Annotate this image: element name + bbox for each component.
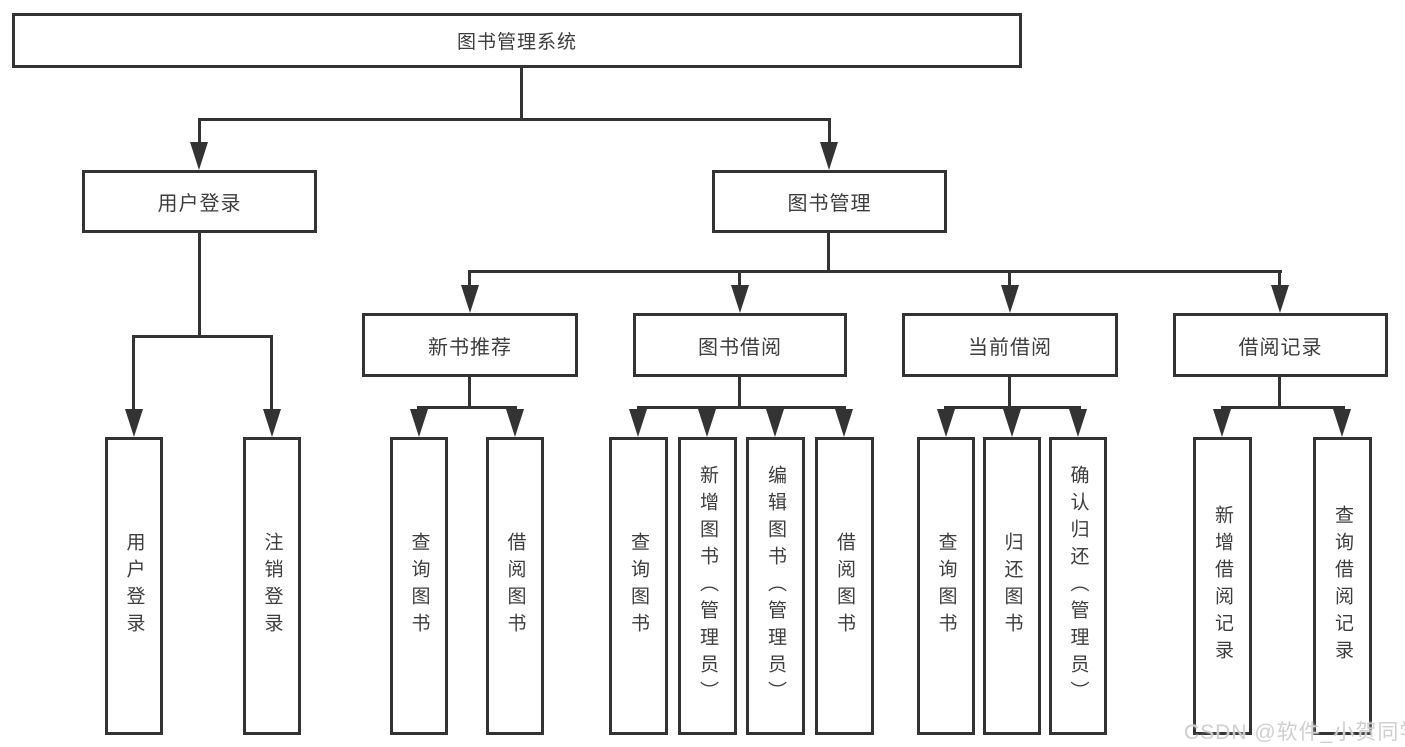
- arrowhead-down-icon: [629, 409, 647, 437]
- arrowhead-down-icon: [1213, 409, 1231, 437]
- arrowhead-down-icon: [1003, 409, 1021, 437]
- leaf-return-books: 归还图书: [983, 437, 1041, 735]
- leaf-user-login: 用户登录: [105, 437, 163, 735]
- leaf-confirm-return-admin: 确认归还（管理员）: [1049, 437, 1107, 735]
- leaf-logout: 注销登录: [243, 437, 301, 735]
- connector-line: [828, 118, 831, 144]
- connector-line: [1278, 377, 1281, 406]
- node-root-library-system: 图书管理系统: [12, 13, 1022, 68]
- arrowhead-down-icon: [410, 409, 428, 437]
- connector-line: [1278, 270, 1281, 287]
- node-new-book-recommend: 新书推荐: [362, 313, 578, 377]
- arrowhead-down-icon: [1271, 285, 1289, 313]
- connector-line: [417, 406, 517, 409]
- leaf-borrow-books-borrowing: 借阅图书: [815, 437, 874, 735]
- leaf-add-book-admin: 新增图书（管理员）: [678, 437, 737, 735]
- node-user-login-branch: 用户登录: [82, 170, 317, 233]
- connector-line: [738, 377, 741, 406]
- arrowhead-down-icon: [937, 409, 955, 437]
- leaf-query-books-borrowing: 查询图书: [609, 437, 668, 735]
- arrowhead-down-icon: [263, 409, 281, 437]
- arrowhead-down-icon: [820, 142, 838, 170]
- connector-line: [468, 270, 1282, 273]
- arrowhead-down-icon: [1069, 409, 1087, 437]
- connector-line: [738, 270, 741, 287]
- connector-line: [270, 335, 273, 411]
- node-book-management: 图书管理: [712, 170, 947, 233]
- arrowhead-down-icon: [1001, 285, 1019, 313]
- node-book-borrowing: 图书借阅: [633, 313, 847, 377]
- connector-line: [1221, 406, 1345, 409]
- connector-line: [198, 118, 831, 121]
- csdn-watermark: CSDN @软件_小贺同学: [1184, 721, 1405, 744]
- arrowhead-down-icon: [766, 409, 784, 437]
- connector-line: [468, 270, 471, 287]
- connector-line: [637, 406, 846, 409]
- leaf-query-books-recommend: 查询图书: [390, 437, 448, 735]
- arrowhead-down-icon: [731, 285, 749, 313]
- leaf-borrow-books-recommend: 借阅图书: [486, 437, 544, 735]
- arrowhead-down-icon: [125, 409, 143, 437]
- leaf-add-borrow-record: 新增借阅记录: [1193, 437, 1252, 735]
- arrowhead-down-icon: [698, 409, 716, 437]
- arrowhead-down-icon: [461, 285, 479, 313]
- connector-line: [468, 377, 471, 406]
- connector-line: [132, 335, 135, 411]
- leaf-query-borrow-record: 查询借阅记录: [1313, 437, 1372, 735]
- arrowhead-down-icon: [1333, 409, 1351, 437]
- node-current-borrowing: 当前借阅: [902, 313, 1118, 377]
- connector-line: [132, 335, 273, 338]
- connector-line: [198, 118, 201, 144]
- node-borrowing-records: 借阅记录: [1173, 313, 1388, 377]
- leaf-query-books-current: 查询图书: [917, 437, 975, 735]
- arrowhead-down-icon: [835, 409, 853, 437]
- connector-line: [827, 233, 830, 270]
- leaf-edit-book-admin: 编辑图书（管理员）: [746, 437, 805, 735]
- connector-line: [944, 406, 1081, 409]
- connector-line: [1008, 270, 1011, 287]
- arrowhead-down-icon: [506, 409, 524, 437]
- arrowhead-down-icon: [190, 142, 208, 170]
- connector-line: [1008, 377, 1011, 406]
- connector-line: [198, 233, 201, 335]
- connector-line: [520, 68, 523, 118]
